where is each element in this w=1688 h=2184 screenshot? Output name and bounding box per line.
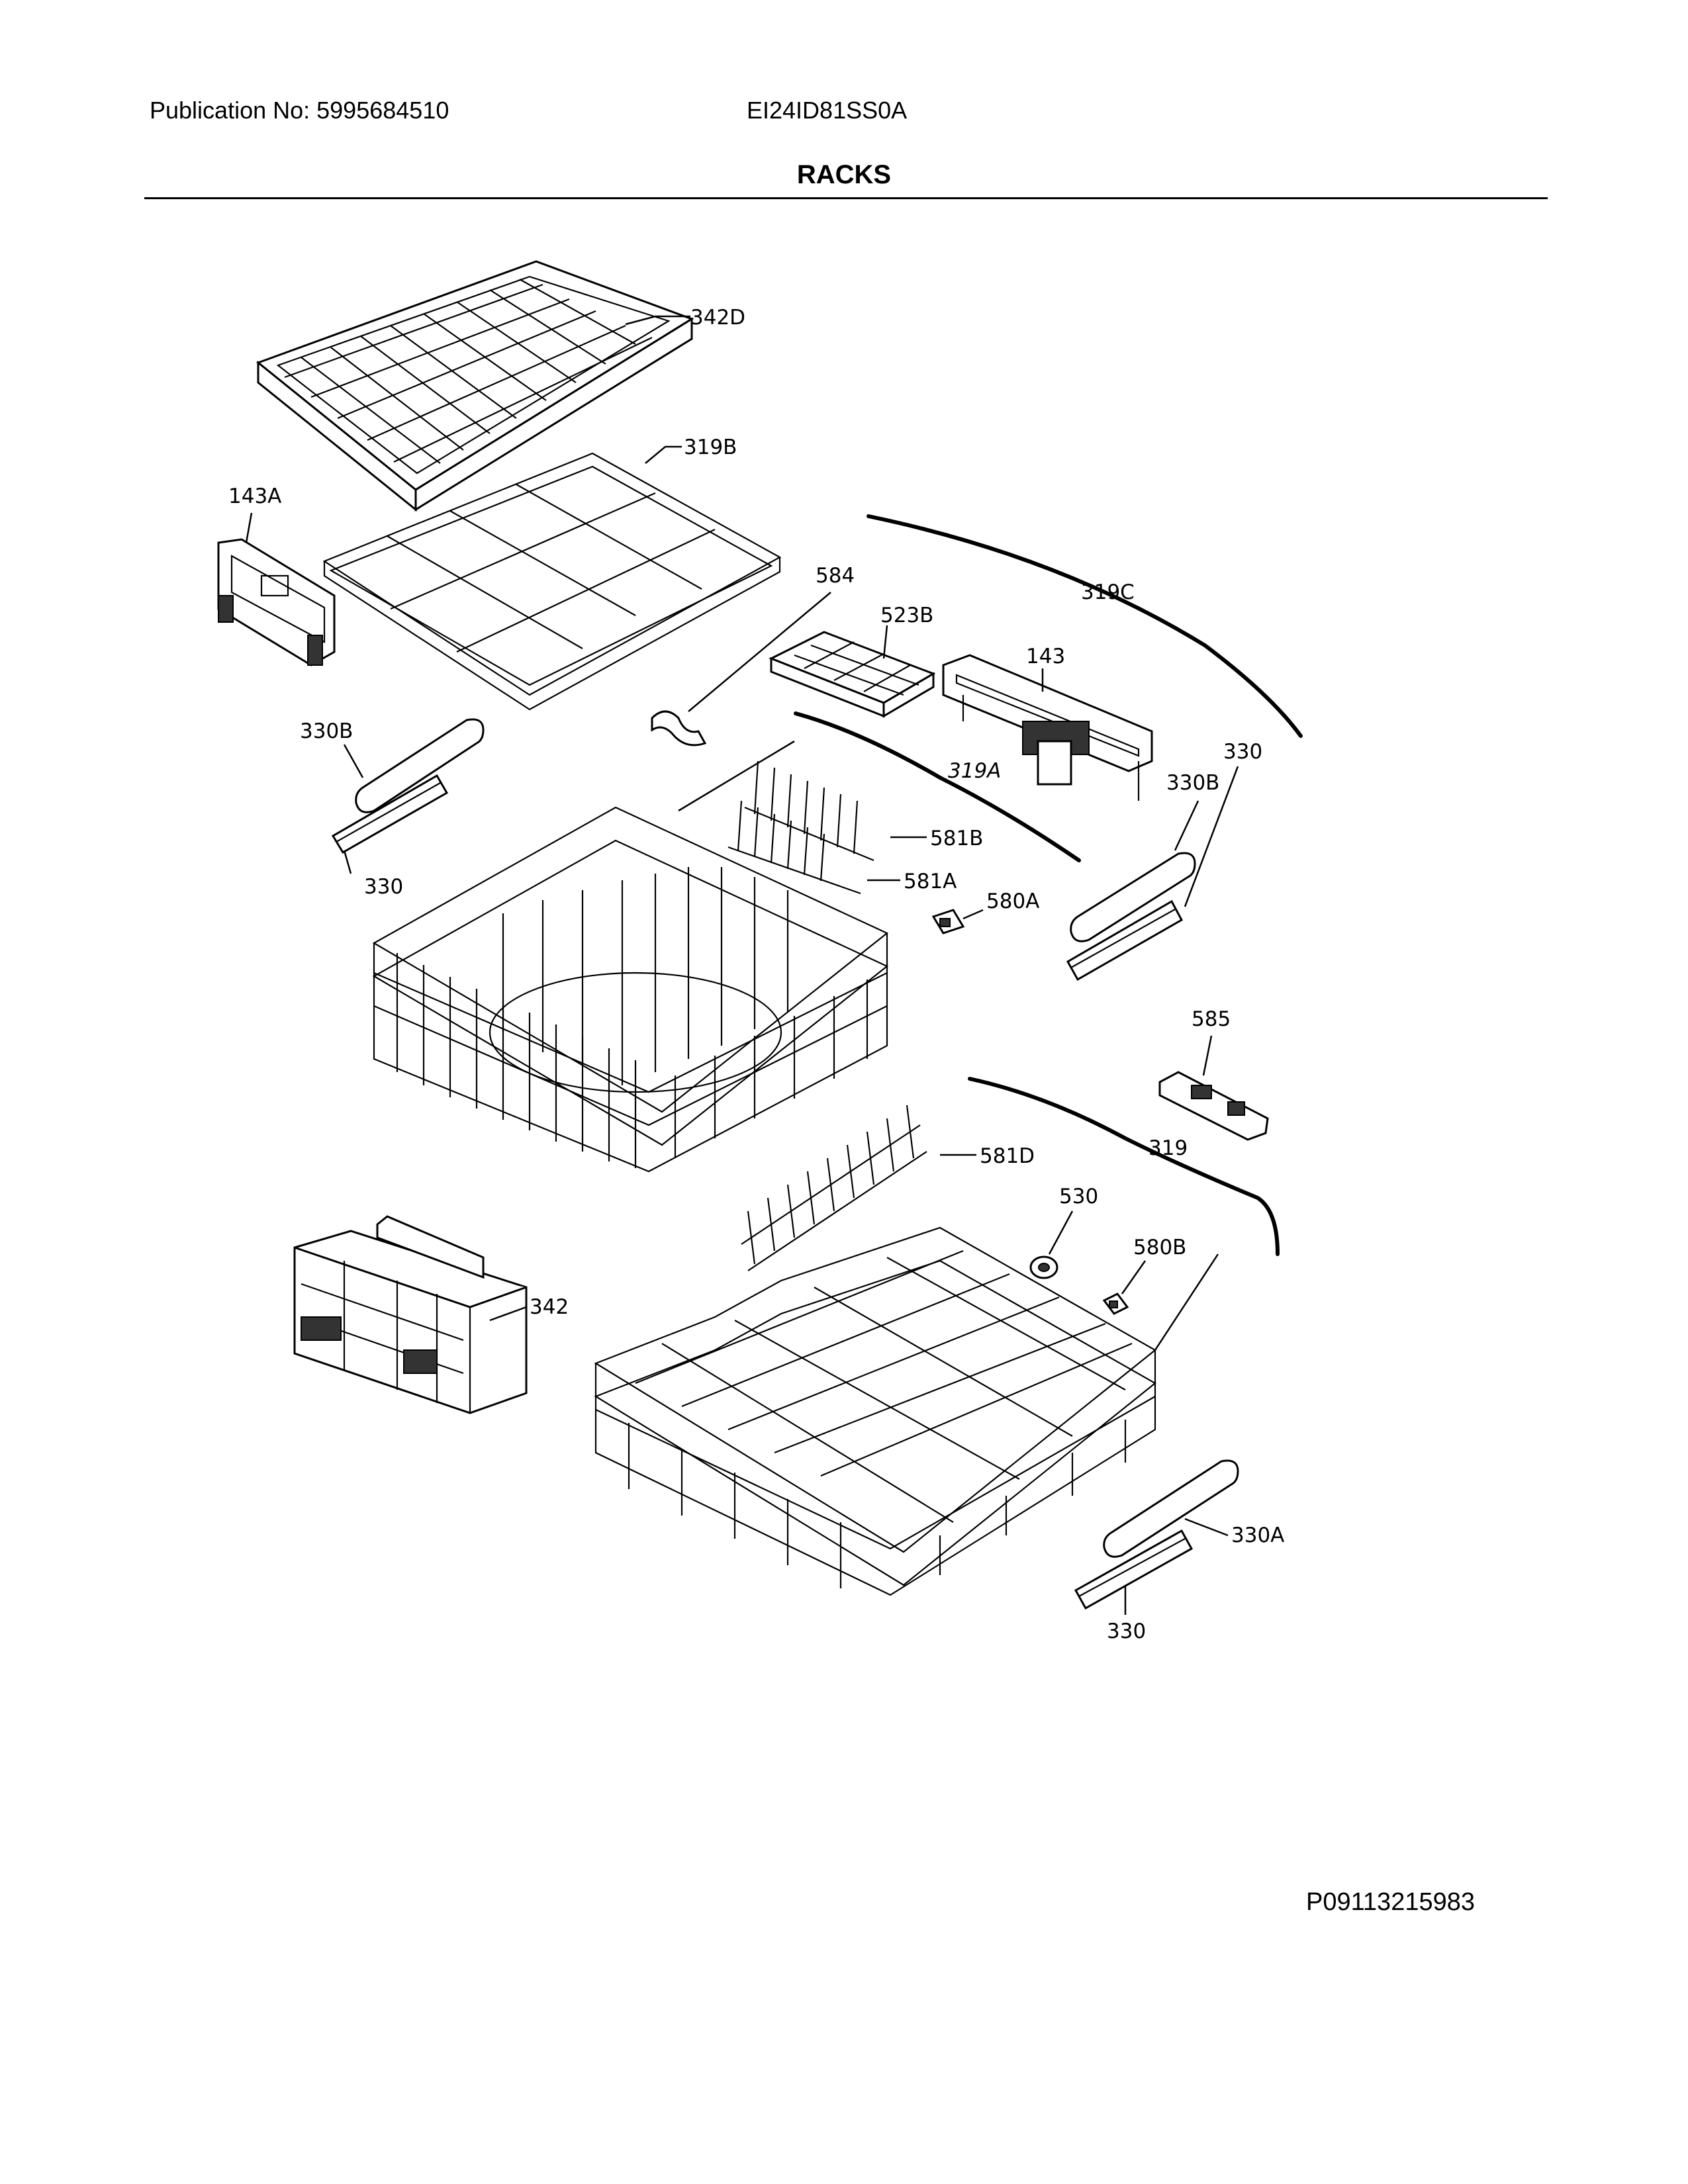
leader-342 (489, 1306, 527, 1322)
part-585-drawing (1158, 1071, 1269, 1141)
diagram-code: P09113215983 (1306, 1888, 1475, 1916)
tine-row-581A-drawing (727, 800, 861, 895)
clip-584-drawing (651, 710, 707, 747)
label-581D: 581D (980, 1144, 1035, 1168)
label-330A: 330A (1231, 1524, 1284, 1547)
label-523B: 523B (880, 604, 933, 627)
label-530: 530 (1059, 1185, 1098, 1208)
silverware-basket-342-drawing (293, 1215, 528, 1414)
leader-580A (962, 909, 984, 920)
leader-330B-right (1174, 800, 1199, 851)
rail-319C-drawing (867, 514, 1303, 738)
label-319B: 319B (684, 435, 737, 459)
label-330B-right: 330B (1166, 771, 1219, 795)
leader-143A (245, 512, 253, 543)
label-319: 319 (1149, 1136, 1188, 1160)
lower-rack-drawing (594, 1226, 1156, 1596)
leader-523B (882, 625, 888, 659)
label-330-left: 330 (364, 875, 403, 899)
cup-shelf-523B-drawing (769, 631, 936, 718)
rack-adjuster-bracket-143A-drawing (217, 538, 336, 666)
label-330-bottom: 330 (1107, 1619, 1146, 1643)
label-342D: 342D (690, 306, 745, 330)
tine-row-581D-drawing (741, 1105, 927, 1271)
leader-585 (1202, 1035, 1213, 1076)
label-330B-left: 330B (300, 719, 353, 743)
leader-330A (1184, 1518, 1229, 1537)
rack-adjuster-143-drawing (942, 654, 1153, 801)
leader-330B-left (343, 744, 364, 778)
wheel-530-drawing (1029, 1255, 1058, 1279)
roller-330A-drawing (1103, 1459, 1239, 1558)
leader-584 (688, 592, 831, 712)
label-584: 584 (816, 564, 855, 588)
label-330-right: 330 (1223, 740, 1262, 764)
label-585: 585 (1192, 1007, 1231, 1031)
leader-580B (1121, 1260, 1147, 1295)
wire-frame-drawing (322, 452, 782, 711)
label-580B: 580B (1133, 1236, 1186, 1259)
clip-580B-drawing (1102, 1293, 1129, 1315)
label-580A: 580A (986, 889, 1039, 913)
clip-580A-drawing (931, 909, 965, 934)
label-581A: 581A (904, 870, 957, 893)
third-level-tray-drawing (256, 260, 694, 512)
leader-lower-rack (1154, 1253, 1219, 1351)
header-divider (144, 197, 1548, 199)
rail-cover-330-bottom-drawing (1074, 1529, 1194, 1610)
leader-330-left (343, 850, 352, 874)
label-319C: 319C (1081, 580, 1135, 604)
leader-319B (645, 445, 682, 464)
publication-number: Publication No: 5995684510 (150, 97, 449, 124)
label-342: 342 (530, 1295, 569, 1319)
rail-319-drawing (968, 1077, 1280, 1256)
rail-cover-330-left-drawing (331, 774, 449, 854)
leader-upper-rack (678, 740, 795, 812)
upper-rack-drawing (372, 806, 889, 1173)
label-143: 143 (1026, 645, 1065, 668)
label-581B: 581B (930, 827, 983, 850)
label-319A: 319A (948, 759, 1001, 783)
page-title: RACKS (796, 160, 892, 189)
rail-cover-330-right-drawing (1066, 899, 1184, 981)
leader-330-right (1184, 766, 1239, 907)
leader-530 (1048, 1210, 1074, 1255)
model-number: EI24ID81SS0A (747, 97, 908, 124)
tine-row-581B-drawing (744, 760, 874, 862)
rail-319A-drawing (794, 711, 1081, 862)
roller-330B-left-drawing (355, 718, 485, 813)
leader-342D (625, 315, 690, 326)
roller-330B-right-drawing (1070, 852, 1196, 942)
label-143A: 143A (228, 484, 281, 508)
